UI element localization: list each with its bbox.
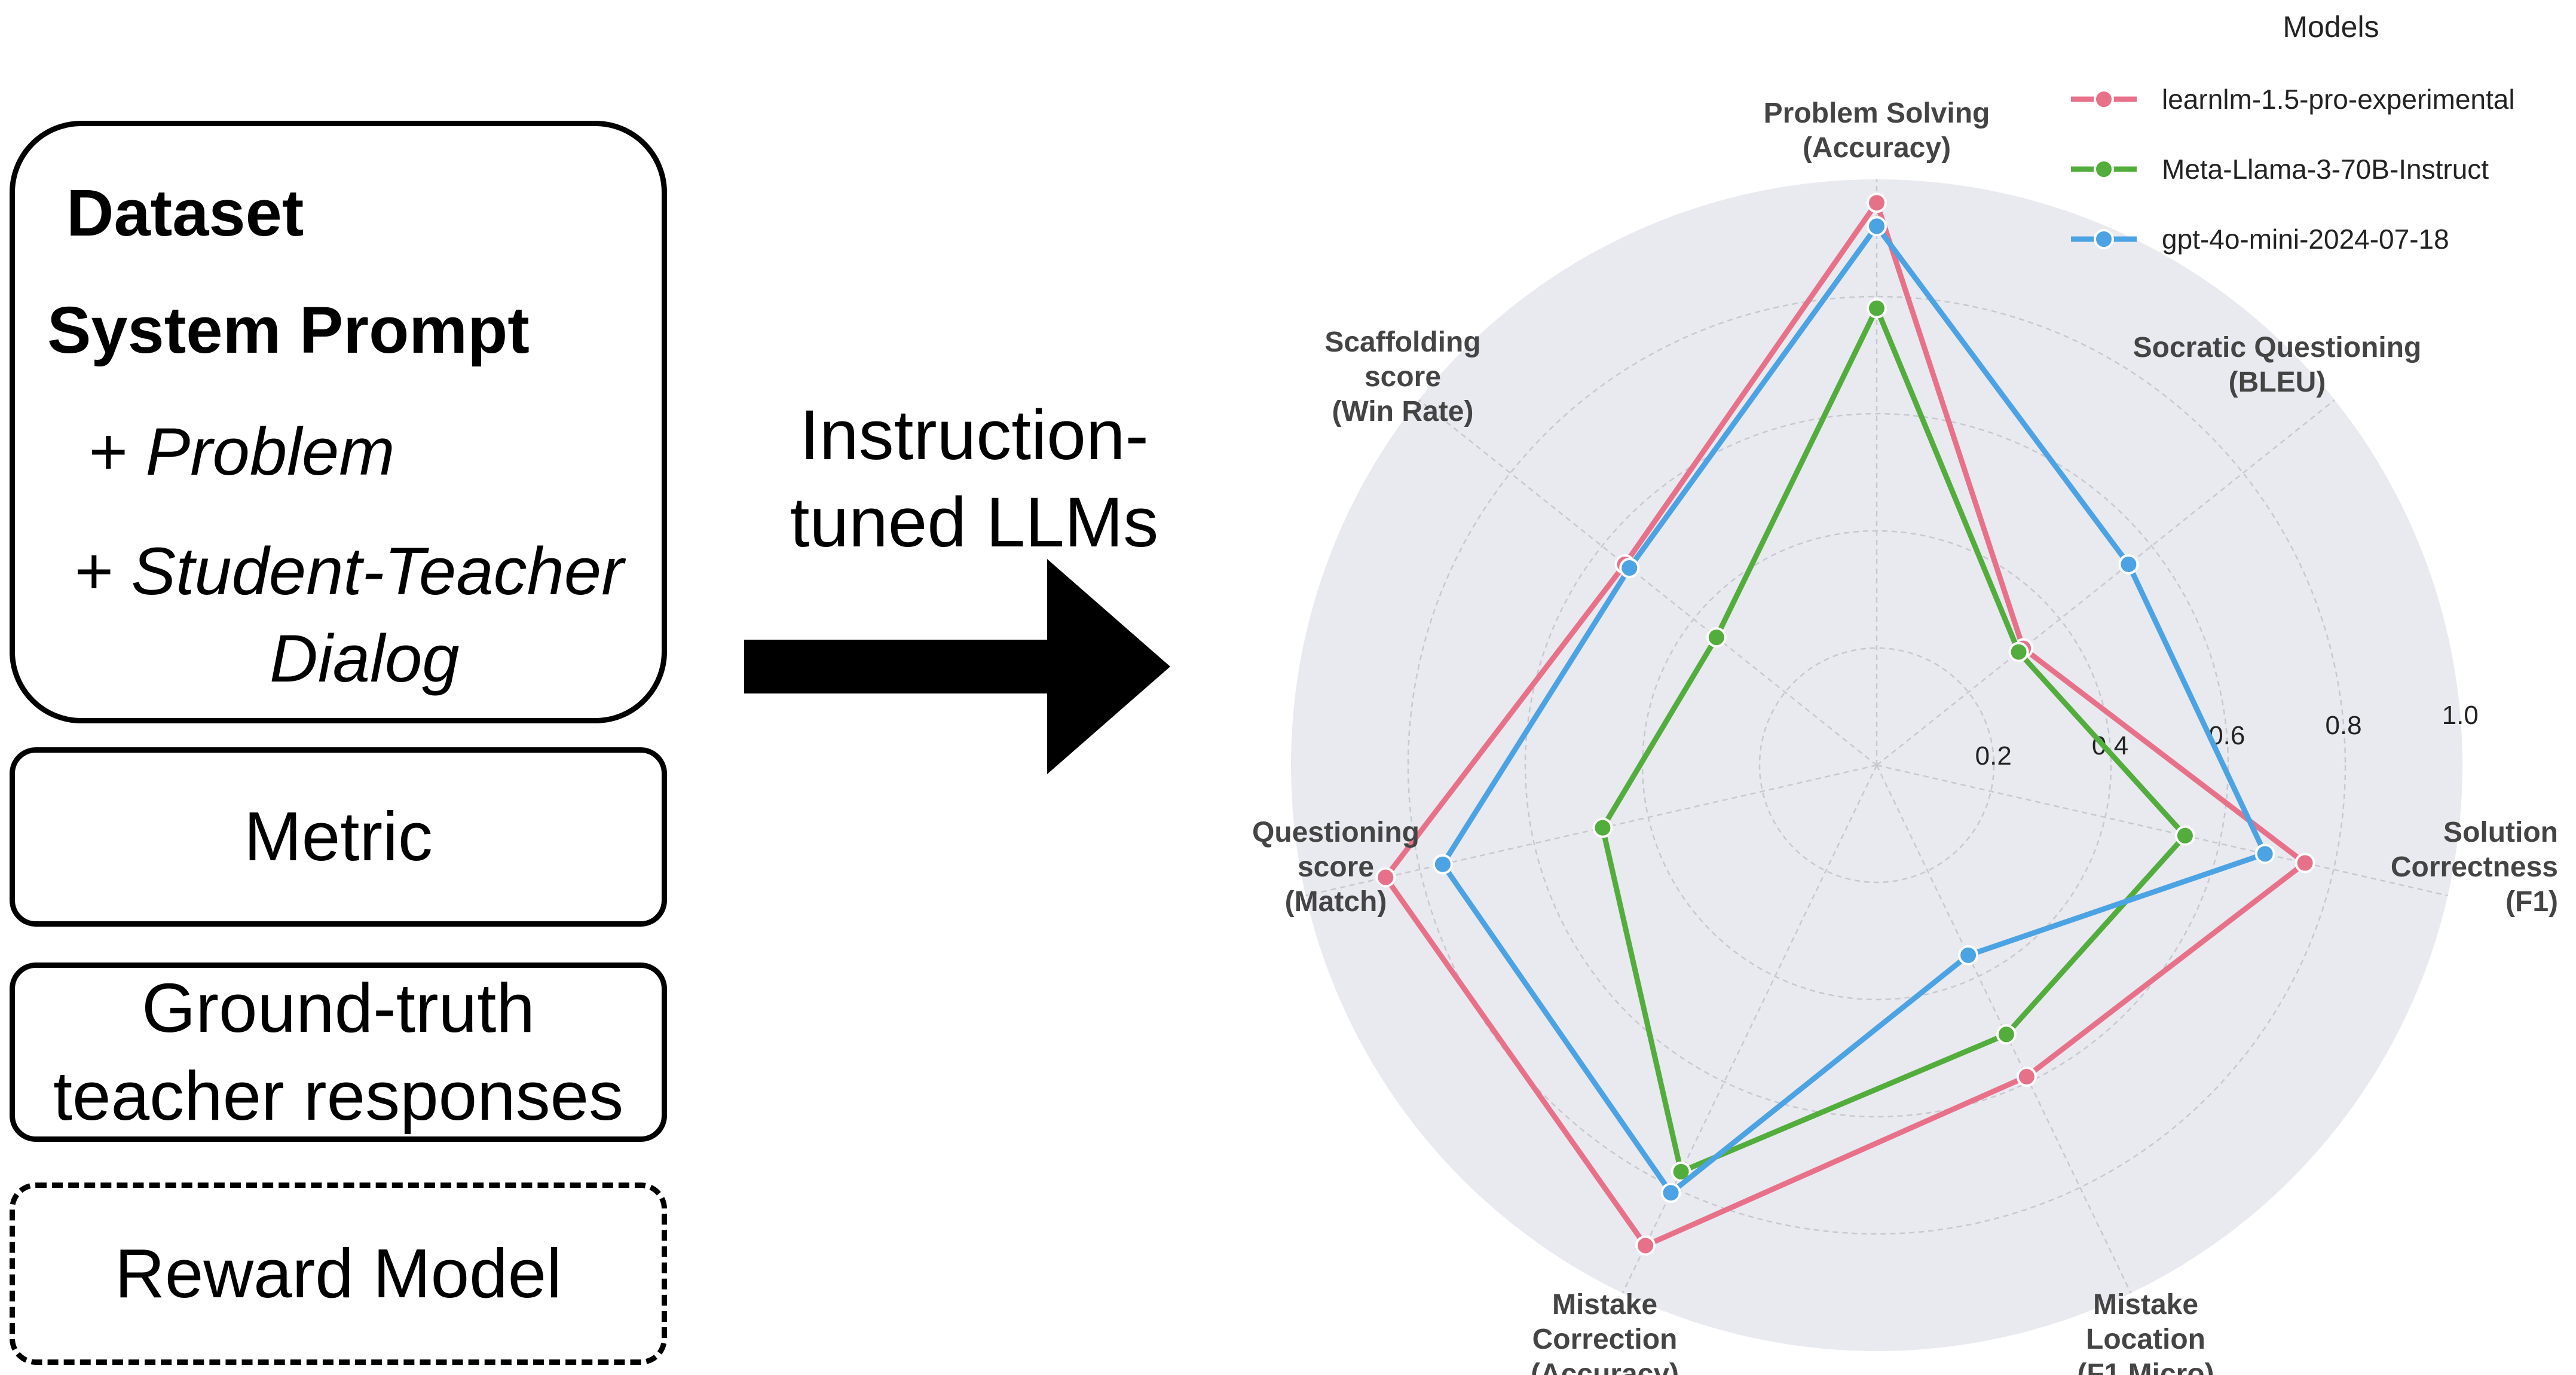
legend-swatch-marker xyxy=(2094,229,2114,249)
series-line-3 xyxy=(1440,223,2268,1196)
axis-label: Socratic Questioning xyxy=(2133,332,2422,363)
axis-label: (BLEU) xyxy=(2229,366,2326,398)
data-point xyxy=(2294,852,2315,873)
grid-ring xyxy=(1407,295,2346,1235)
data-point xyxy=(1375,867,1396,888)
radar-series xyxy=(1375,192,2315,1256)
grid-spoke xyxy=(1418,399,1877,766)
axis-label: Correction xyxy=(1532,1324,1678,1355)
data-point xyxy=(2174,825,2195,846)
axis-label: Location xyxy=(2086,1324,2205,1355)
axis-label: (Win Rate) xyxy=(1332,396,1474,427)
legend-title: Models xyxy=(2283,10,2379,44)
metric-label: Metric xyxy=(244,798,433,876)
axis-label: Mistake xyxy=(1552,1289,1657,1321)
data-point xyxy=(1958,945,1979,965)
axis-label: (F1) xyxy=(2505,886,2558,918)
axis-label: (Match) xyxy=(1285,886,1387,918)
axis-label: Correctness xyxy=(2391,851,2558,883)
radar-axis-labels: Problem Solving(Accuracy)Socratic Questi… xyxy=(1252,97,2558,1375)
data-point xyxy=(1671,1161,1691,1182)
data-point xyxy=(1996,1024,2017,1045)
problem-label: + Problem xyxy=(88,414,395,489)
reward-model-box: Reward Model xyxy=(10,1182,667,1365)
axis-label: Mistake xyxy=(2093,1289,2198,1321)
axis-label: (F1 Micro) xyxy=(2077,1358,2214,1375)
data-point xyxy=(1432,854,1453,875)
dialog-label-line2: Dialog xyxy=(270,621,460,696)
data-point xyxy=(1867,216,1887,237)
grid-spoke xyxy=(1876,765,2132,1294)
axis-label: score xyxy=(1298,851,1374,883)
grid-ring xyxy=(1524,412,2229,1118)
axis-label: Questioning xyxy=(1252,817,1419,848)
ground-truth-line1: Ground-truth xyxy=(142,968,535,1047)
data-point xyxy=(1706,627,1727,648)
dataset-title: Dataset xyxy=(66,176,304,250)
radar-grid xyxy=(1305,179,2448,1294)
legend-swatch-marker xyxy=(2094,89,2114,109)
grid-spoke xyxy=(1876,399,2335,766)
grid-ring xyxy=(1758,647,1995,884)
arrow-label-line1: Instruction- xyxy=(800,396,1149,475)
data-point xyxy=(1635,1235,1656,1256)
data-point xyxy=(2254,844,2275,864)
arrow-label-line2: tuned LLMs xyxy=(790,483,1159,563)
radial-tick-label: 1.0 xyxy=(2442,701,2479,730)
data-point xyxy=(1619,558,1640,579)
dataset-box: Dataset System Prompt + Problem + Studen… xyxy=(10,121,667,723)
data-point xyxy=(2008,641,2029,662)
grid-spoke xyxy=(1622,765,1878,1294)
ground-truth-line2: teacher responses xyxy=(53,1057,624,1135)
legend-entry-label: learnlm-1.5-pro-experimental xyxy=(2162,84,2515,115)
data-point xyxy=(2118,554,2139,575)
data-point xyxy=(1867,192,1887,213)
arrow-label: Instruction- tuned LLMs xyxy=(741,392,1207,567)
radial-tick-label: 0.8 xyxy=(2325,711,2361,740)
system-prompt-label: System Prompt xyxy=(47,294,530,367)
data-point xyxy=(2016,1066,2037,1087)
grid-spoke xyxy=(1305,764,1877,897)
metric-box: Metric xyxy=(10,747,667,927)
legend-entry-label: Meta-Llama-3-70B-Instruct xyxy=(2162,154,2489,185)
axis-label: (Accuracy) xyxy=(1531,1358,1679,1375)
radial-tick-label: 0.2 xyxy=(1975,741,2012,771)
right-arrow-icon xyxy=(744,559,1170,774)
data-point xyxy=(1660,1182,1681,1203)
grid-spoke xyxy=(1876,764,2448,897)
axis-label: Scaffolding xyxy=(1324,326,1480,358)
axis-label: Problem Solving xyxy=(1764,97,1990,129)
series-line-2 xyxy=(1599,305,2188,1175)
legend-swatch-marker xyxy=(2094,159,2114,179)
axis-label: Solution xyxy=(2443,817,2558,848)
ground-truth-box: Ground-truth teacher responses xyxy=(10,962,667,1142)
data-point xyxy=(1867,298,1887,319)
dialog-label-line1: + Student-Teacher xyxy=(74,534,624,609)
reward-model-label: Reward Model xyxy=(115,1234,562,1312)
legend-entry-label: gpt-4o-mini-2024-07-18 xyxy=(2162,224,2449,255)
series-line-1 xyxy=(1382,200,2308,1248)
chart-legend: Models learnlm-1.5-pro-experimentalMeta-L… xyxy=(2071,10,2515,255)
data-point xyxy=(1592,817,1613,838)
axis-label: score xyxy=(1365,361,1441,393)
axis-label: (Accuracy) xyxy=(1803,132,1951,164)
